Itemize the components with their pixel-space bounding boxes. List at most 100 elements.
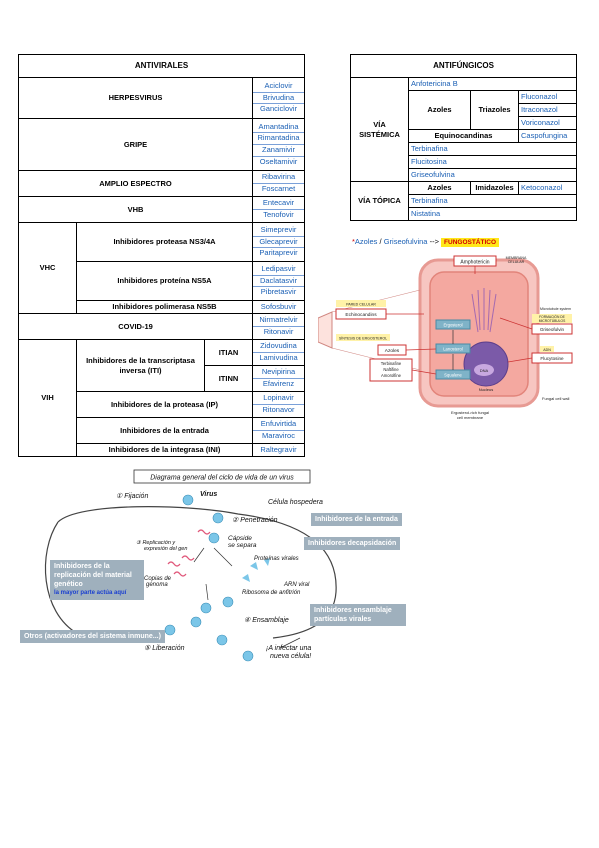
topica-terbinafina-label: Terbinafina [407,194,578,208]
box-ensamblaje-line1: Inhibidores ensamblaje [314,607,392,614]
vih-integrasa-drugs: Raltegravir [251,443,306,457]
equinocandinas-label: Equinocandinas [408,129,519,143]
genoma-text: genoma [146,582,168,588]
mayor-parte-text: la mayor parte actúa aquí [54,590,127,596]
vhc-ns5b-label: Inhibidores polimerasa NS5B [76,300,253,314]
drug-item: Ritonavor [253,404,304,416]
drug-item: Glecaprevir [253,235,304,248]
vih-integrasa-label: Inhibidores de la integrasa (INI) [76,443,253,457]
celula-text: Célula hospedera [268,499,323,506]
sistemica-label: VÍA SISTÉMICA [350,77,409,182]
wall-fragment-shape [318,311,333,349]
arn-text: ARN viral [283,582,310,588]
cell-membrane-text: cell membrane [457,415,484,420]
fungal-cell-diagram: Amphotericin MEMBRANA CELULAR PARED CELU… [318,255,573,420]
terbinafine-text: Terbinafine [381,361,402,366]
echinocandins-text: Echinocandins [345,312,377,318]
drug-item: Enfuvirtida [260,419,297,429]
microtubulos-text: MICROTÚBULOS [539,319,566,323]
replicacion-text: ③ Replicación y [136,539,176,546]
drug-item: Raltegravir [260,444,297,454]
drug-item: Ribavirina [261,172,296,182]
caption-azoles: Azoles [354,237,378,246]
fluconazol-label: Fluconazol [517,90,578,104]
protein-cluster [242,558,270,582]
topica-label: VÍA TÓPICA [350,181,409,221]
naftifine-text: Naftifine [383,367,399,372]
drug-item: Sofosbuvir [260,301,297,311]
drug-item: Ritonavir [253,326,304,338]
antivirales-title: ANTIVIRALES [17,54,306,78]
drug-item: Oseltamivir [253,155,304,168]
penetracion-text: ② Penetración [232,516,278,524]
sintesis-text: SÍNTESIS DE ERGOSTEROL [339,337,387,341]
box-ensamblaje-line2: partículas virales [314,616,372,623]
caption-separator: / [377,237,384,246]
box-inhibidores-decapsidacion: Inhibidores decapsidación [304,537,401,550]
drug-item: Zidovudina [260,341,297,351]
drug-item: Lopinavir [263,393,294,403]
itraconazol-label: Itraconazol [517,103,578,117]
squalene-text: Squalene [444,373,462,378]
capside-text: Cápside [228,535,252,542]
drug-item: Daclatasvir [253,274,304,287]
celular-text: CELULAR [508,260,525,264]
amorolfine-text: Amorolfine [381,373,402,378]
caption-griseofulvina: Griseofulvina [383,237,428,246]
drug-item: Lamivudina [253,352,304,364]
drug-item: Nevipirina [261,367,296,377]
lanosterol-text: Lanosterol [443,347,463,352]
vhc-ns5b-drugs: Sofosbuvir [251,300,306,314]
griseofulvin-text: Griseofulvin [540,327,565,332]
amplio-label: AMPLIO ESPECTRO [18,170,253,197]
adn-text: ADN [543,348,551,352]
anfotericina-label: Anfotericina B [407,77,578,91]
pared-label-box [336,300,386,307]
griseofulvina-label: Griseofulvina [407,168,578,182]
infectar-text: ¡A infectar una [266,645,311,652]
genome-copies [167,529,211,577]
virus-text: Virus [200,491,217,498]
box-replicacion-line3: genético [54,581,83,588]
box-otros: Otros (activadores del sistema inmune...… [20,630,165,643]
drug-item: Nirmatrelvir [259,315,298,325]
drug-item: Entecavir [262,198,295,208]
nueva-celula-text: nueva célula! [270,653,311,660]
virus-title-text: Diagrama general del ciclo de vida de un… [150,475,294,482]
fungal-wall-text: Fungal cell wall [542,396,569,401]
drug-item: Simeprevir [260,225,297,235]
fijacion-text: ① Fijación [116,492,148,500]
antifungicos-table: ANTIFÚNGICOS VÍA SISTÉMICA Anfotericina … [349,54,578,221]
sintesis-label-box [336,334,390,341]
azoles-text: Azoles [385,348,400,354]
ergosterol-membrane-text: Ergosterol-rich fungal [451,410,489,415]
liberacion-text: ⑤ Liberación [144,644,185,652]
gripe-drugs: Amantadina Rimantadina Zanamivir Oseltam… [251,118,306,171]
vih-ip-drugs: Lopinavir Ritonavor [251,391,306,418]
adn-label-box [540,346,554,352]
box-replicacion-line1: Inhibidores de la [54,563,110,570]
covid-label: COVID-19 [18,313,253,340]
drug-item: Amantadina [258,121,299,131]
drug-item: Pibretasvir [253,286,304,298]
vhc-ns5a-drugs: Ledipasvir Daclatasvir Pibretasvir [251,261,306,301]
azoles-label: Azoles [408,90,471,130]
ergosterol-text: Ergosterol [443,323,462,328]
drug-item: Ledipasvir [261,264,296,274]
virus-particles [164,494,254,662]
vih-iti-label: Inhibidores de la transcriptasa inversa … [76,339,205,392]
formacion-text: FORMACIÓN DE [539,314,565,319]
expresion-text: expresión del gen [144,546,187,552]
ribosoma-text: Ribosoma de anfitrión [242,590,301,596]
caption-arrow: --> [427,237,442,246]
flucytosine-text: Flucytosine [540,356,564,361]
vhb-label: VHB [18,196,253,223]
vih-label: VIH [18,339,77,457]
voriconazol-label: Voriconazol [517,116,578,130]
ensamblaje-text: ④ Ensamblaje [244,616,289,624]
drug-item: Zanamivir [253,144,304,156]
drug-item: Ganciclovir [253,103,304,115]
vih-itinn-drugs: Nevipirina Efavirenz [251,365,306,392]
formacion-label-box [532,314,572,323]
membrana-text: MEMBRANA [506,256,527,260]
